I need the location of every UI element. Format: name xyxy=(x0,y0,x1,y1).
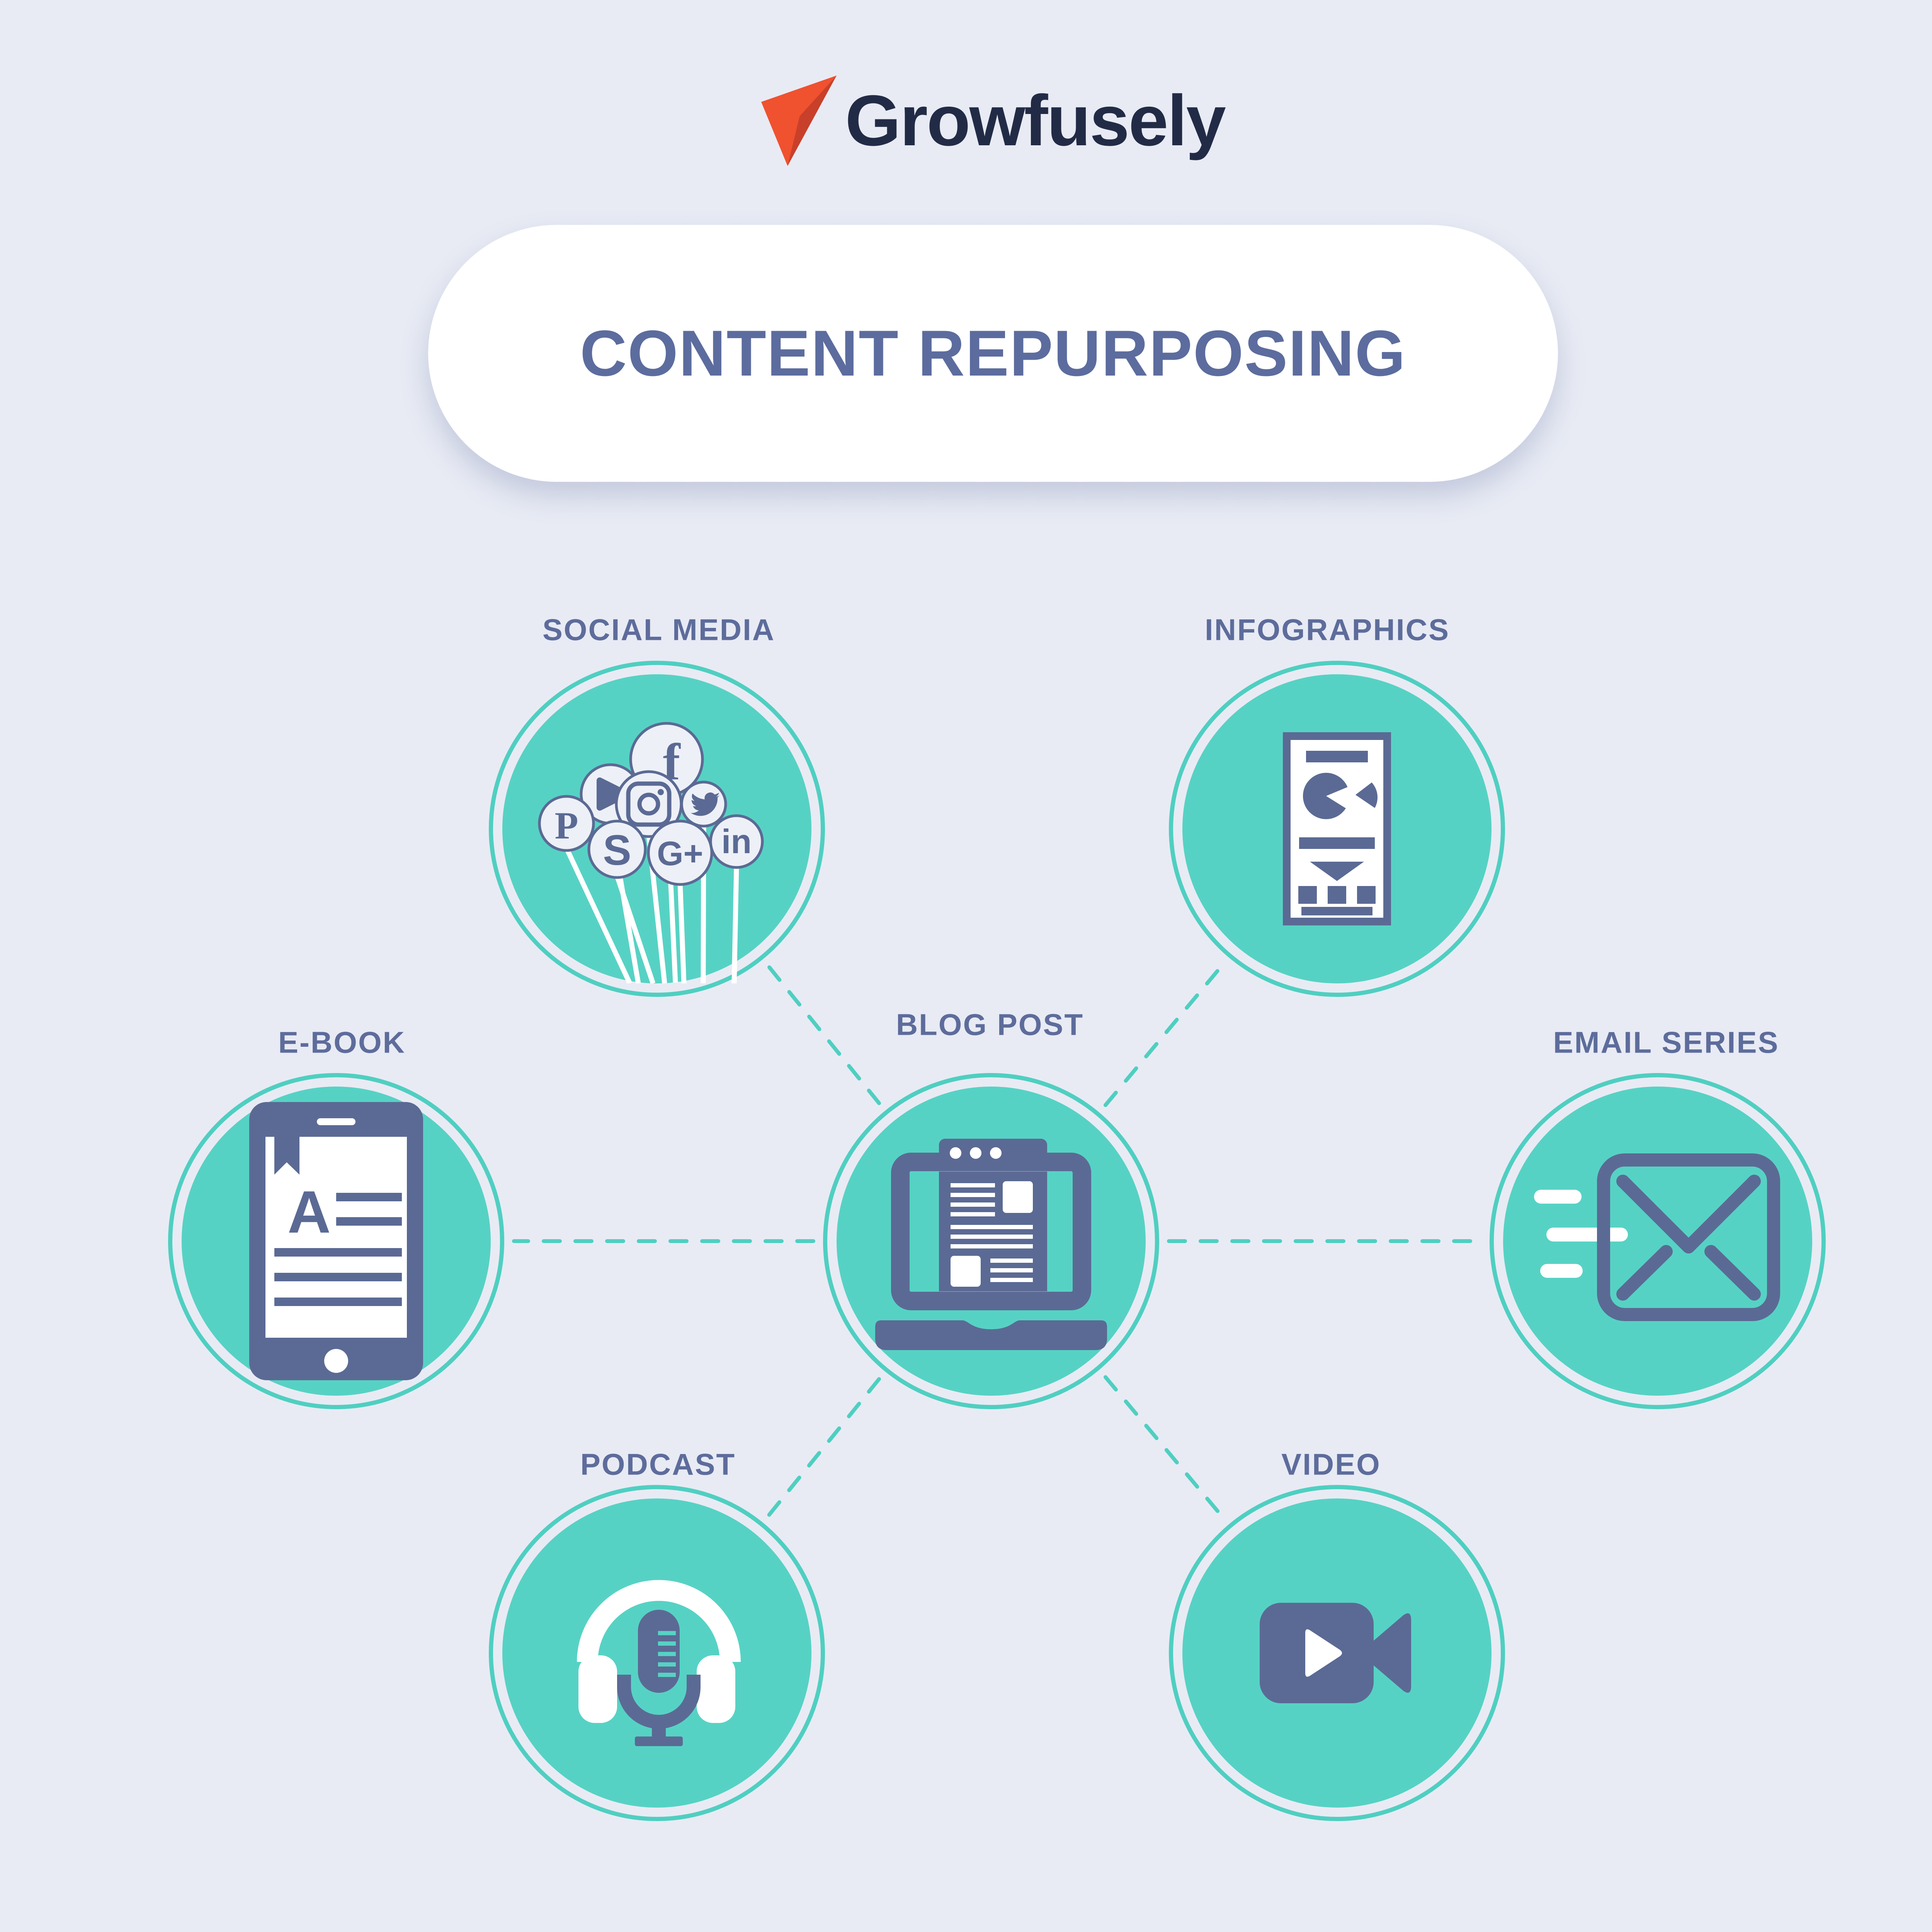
paper-plane-icon xyxy=(761,75,837,166)
brand-logo: Growfusely xyxy=(0,75,1932,166)
page-title: CONTENT REPURPOSING xyxy=(580,317,1406,389)
node-ebook: A xyxy=(182,1087,491,1396)
connector-center-podcast xyxy=(767,1377,881,1517)
brand-name: Growfusely xyxy=(845,81,1226,161)
ring-blog-post xyxy=(823,1073,1159,1409)
node-social-media: f P S G+ in xyxy=(502,674,811,983)
pinterest-icon xyxy=(538,795,595,852)
svg-text:S: S xyxy=(603,827,631,874)
ring-social-media xyxy=(489,661,825,997)
label-ebook: E-BOOK xyxy=(278,1025,406,1060)
label-infographics: INFOGRAPHICS xyxy=(1204,612,1450,647)
ring-podcast xyxy=(489,1485,825,1821)
title-banner: CONTENT REPURPOSING xyxy=(428,225,1558,482)
node-infographics xyxy=(1182,674,1492,983)
label-email-series: EMAIL SERIES xyxy=(1553,1025,1779,1060)
ring-email-series xyxy=(1490,1073,1826,1409)
label-blog-post: BLOG POST xyxy=(896,1007,1084,1042)
connector-center-video xyxy=(1104,1375,1225,1519)
video-camera-icon xyxy=(1260,1603,1411,1703)
svg-text:A: A xyxy=(287,1179,331,1245)
node-email-series xyxy=(1503,1087,1812,1396)
svg-text:P: P xyxy=(554,804,578,847)
microphone-headphones-icon xyxy=(577,1580,741,1746)
social-bubbles-icon: f P S G+ in xyxy=(538,722,764,983)
ring-ebook xyxy=(168,1073,504,1409)
microphone-icon xyxy=(638,1609,680,1693)
label-social-media: SOCIAL MEDIA xyxy=(542,612,776,647)
home-button xyxy=(324,1349,348,1373)
connector-center-infographics xyxy=(1104,963,1225,1107)
infographic-sheet-icon xyxy=(1283,732,1391,925)
skype-icon xyxy=(587,820,647,879)
label-video: VIDEO xyxy=(1281,1447,1381,1481)
svg-text:in: in xyxy=(721,822,752,861)
linkedin-icon xyxy=(709,814,764,869)
ereader-icon: A xyxy=(249,1102,423,1380)
svg-text:G+: G+ xyxy=(657,834,703,872)
ring-infographics xyxy=(1169,661,1505,997)
label-podcast: PODCAST xyxy=(580,1447,736,1481)
ring-video xyxy=(1169,1485,1505,1821)
node-video xyxy=(1182,1498,1492,1808)
envelope-icon xyxy=(1534,1153,1780,1321)
bookmark-icon xyxy=(274,1137,299,1175)
connector-center-social xyxy=(767,965,881,1105)
node-podcast xyxy=(502,1498,811,1808)
play-icon xyxy=(1305,1629,1342,1677)
laptop-blog-icon xyxy=(875,1139,1107,1350)
headphones-icon xyxy=(577,1580,741,1662)
node-blog-post xyxy=(837,1087,1146,1396)
social-bubbles: f P S G+ in xyxy=(538,722,764,886)
